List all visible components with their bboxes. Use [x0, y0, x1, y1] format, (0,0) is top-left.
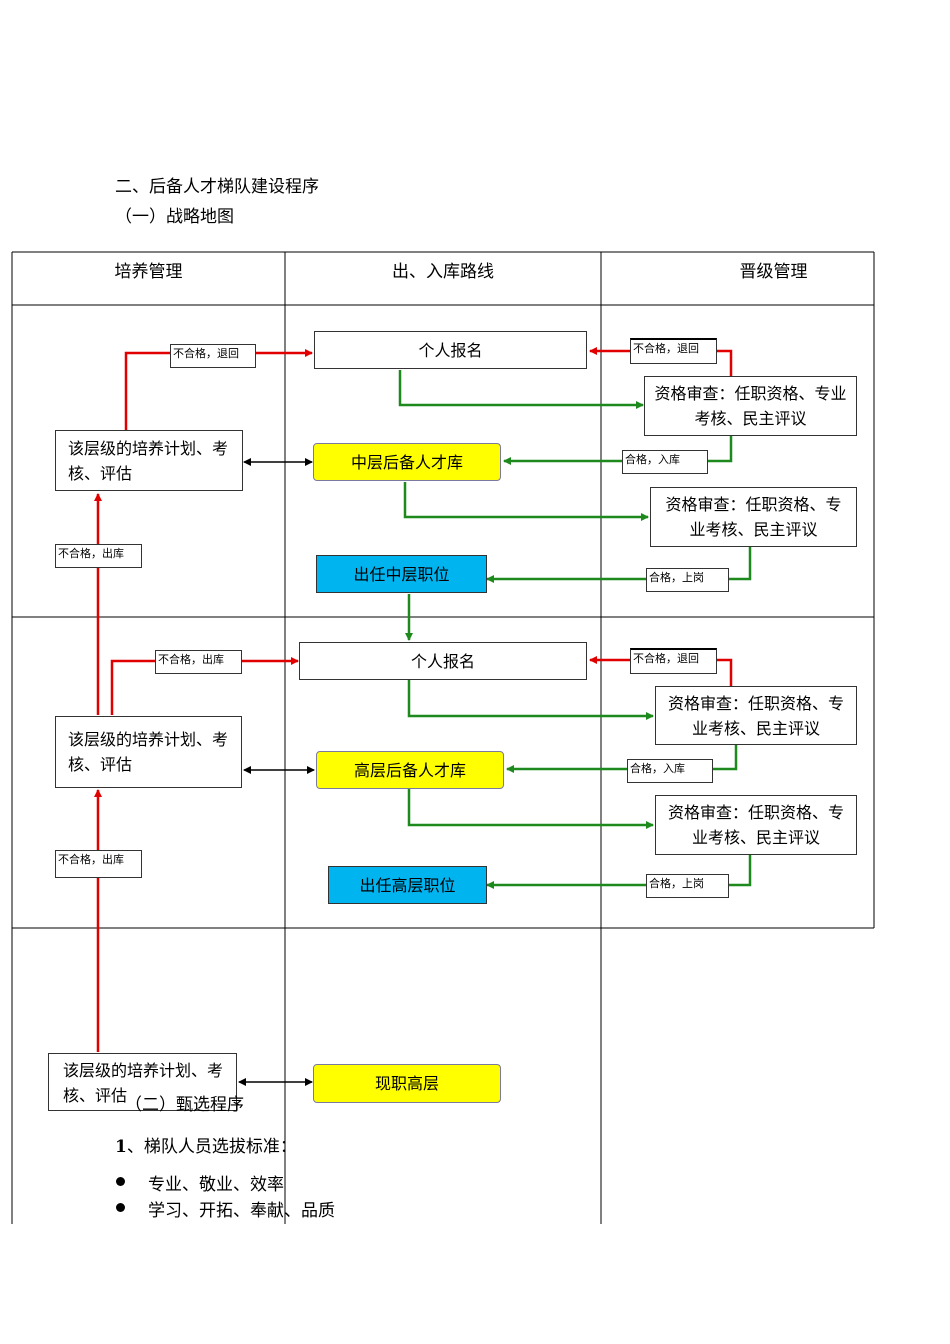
tag-pass-enter-1: 合格，入库	[622, 450, 708, 474]
tag-fail-exit-1: 不合格，出库	[55, 544, 142, 568]
criteria-heading: 1、梯队人员选拔标准：	[115, 1132, 297, 1157]
tag-fail-return-right: 不合格，退回	[630, 338, 717, 364]
review-box-1: 资格审查：任职资格、专业考核、民主评议	[644, 376, 857, 436]
tag-fail-exit-3: 不合格，出库	[55, 850, 142, 878]
apply-box-mid: 个人报名	[314, 331, 587, 369]
criteria-number: 1	[115, 1137, 127, 1157]
criteria-item: 专业、敬业、效率	[148, 1175, 284, 1195]
review-box-3: 资格审查：任职资格、专业考核、民主评议	[655, 686, 857, 745]
training-plan-box-2: 该层级的培养计划、考核、评估	[55, 716, 242, 788]
strategy-map-heading: （一）战略地图	[115, 207, 234, 227]
tag-pass-post-2: 合格，上岗	[646, 874, 729, 898]
mid-post-box: 出任中层职位	[316, 555, 487, 593]
column-header-promotion: 晋级管理	[739, 262, 808, 282]
training-plan-box-1: 该层级的培养计划、考核、评估	[55, 430, 243, 491]
tag-fail-return-right-2: 不合格，退回	[630, 648, 717, 674]
current-high-box: 现职高层	[313, 1064, 501, 1103]
tag-pass-post-1: 合格，上岗	[646, 568, 729, 592]
bullet-dot	[116, 1203, 125, 1212]
selection-procedure-heading: （二）甄选程序	[125, 1095, 244, 1115]
high-talent-pool: 高层后备人才库	[316, 751, 504, 789]
review-box-4: 资格审查：任职资格、专业考核、民主评议	[655, 795, 857, 855]
bullet-dot	[116, 1177, 125, 1186]
criteria-title: 、梯队人员选拔标准：	[126, 1137, 297, 1157]
table-grid	[11, 251, 875, 1224]
mid-talent-pool: 中层后备人才库	[313, 443, 501, 481]
tag-fail-return-left: 不合格，退回	[170, 344, 256, 368]
tag-pass-enter-2: 合格，入库	[627, 759, 713, 783]
criteria-item: 学习、开拓、奉献、品质	[148, 1201, 335, 1221]
training-plan-box-3: 该层级的培养计划、考核、评估	[48, 1053, 237, 1111]
column-header-route: 出、入库路线	[392, 262, 494, 282]
apply-box-high: 个人报名	[299, 642, 587, 680]
high-post-box: 出任高层职位	[328, 866, 487, 904]
tag-fail-exit-2: 不合格，出库	[155, 650, 242, 674]
review-box-2: 资格审查：任职资格、专业考核、民主评议	[650, 487, 857, 547]
column-header-training: 培养管理	[114, 262, 183, 282]
section-heading: 二、后备人才梯队建设程序	[115, 177, 319, 197]
